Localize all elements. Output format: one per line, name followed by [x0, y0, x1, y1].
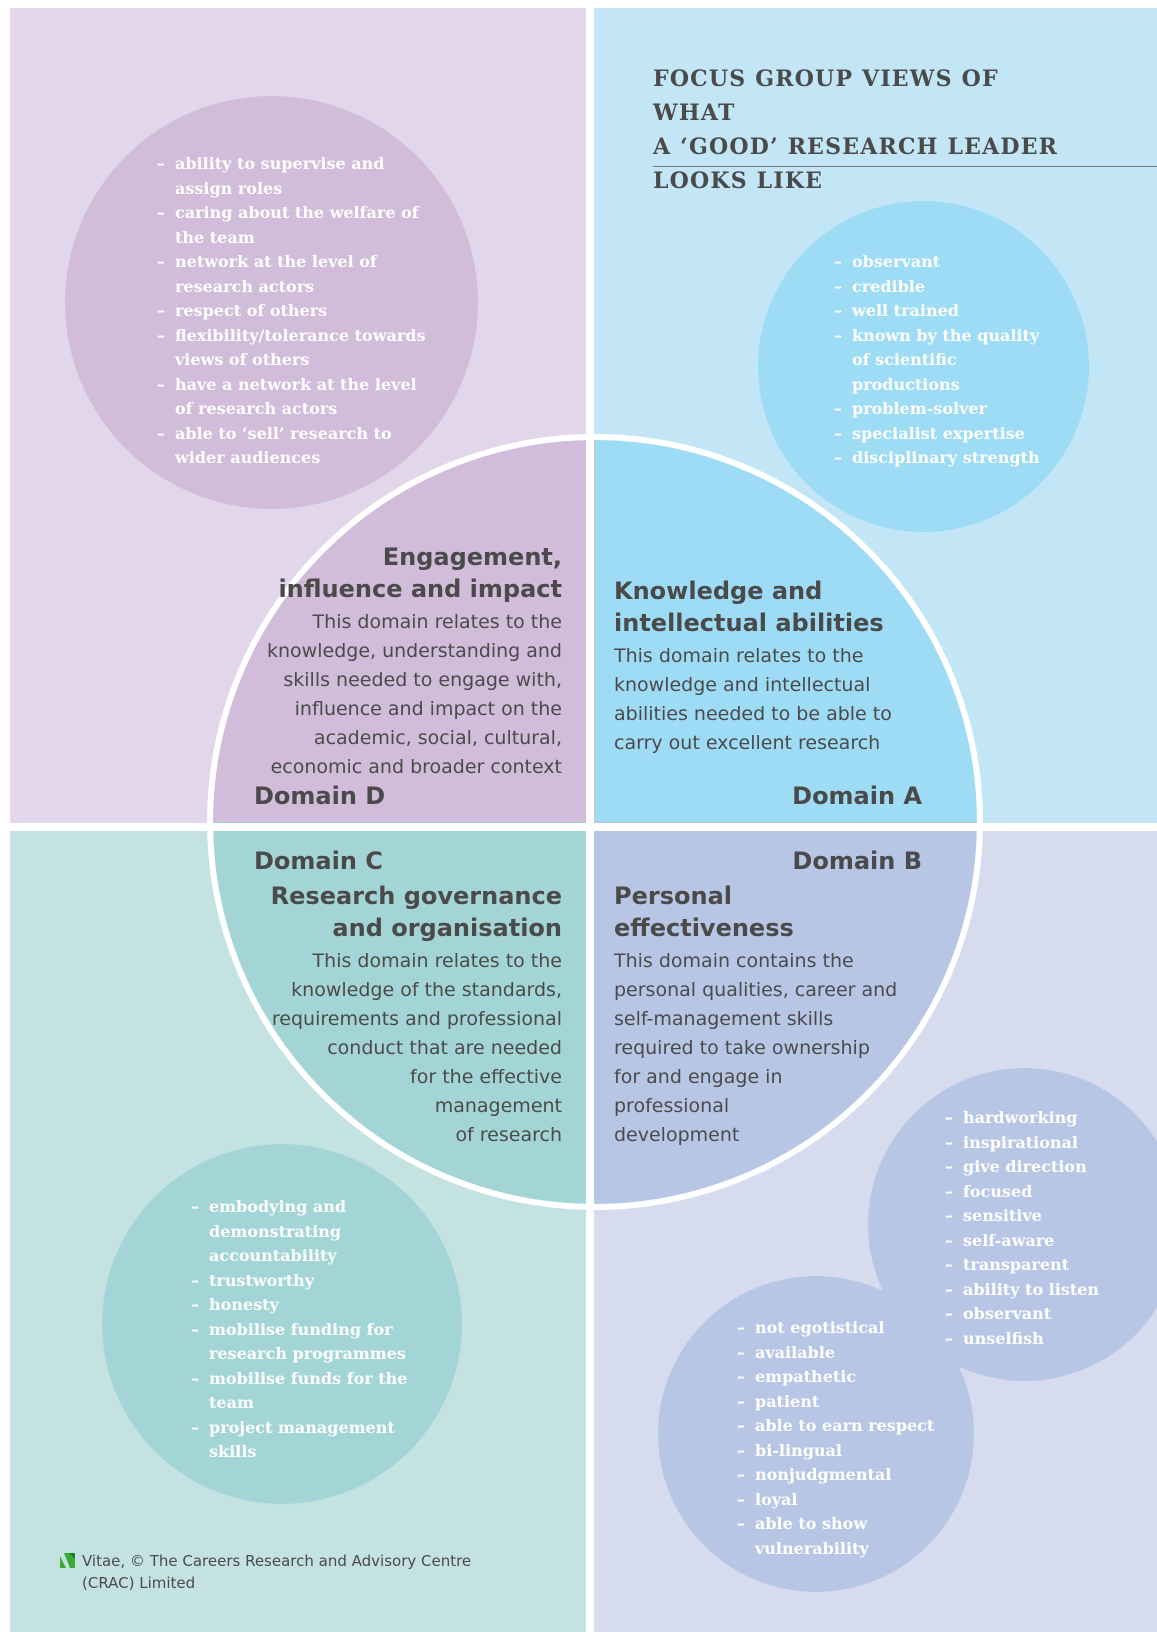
- knowledge-traits-list: observantcrediblewell trainedknown by th…: [834, 250, 1054, 471]
- domain-b-description: This domain contains the personal qualiti…: [614, 947, 914, 1150]
- text-line: for and engage in: [614, 1066, 783, 1088]
- trait-item: available: [737, 1341, 937, 1366]
- text-line: This domain relates to the: [312, 611, 562, 633]
- trait-item: patient: [737, 1390, 937, 1415]
- trait-item: problem-solver: [834, 397, 1054, 422]
- text-line: academic, social, cultural,: [313, 727, 562, 749]
- text-line: Knowledge and: [614, 577, 823, 605]
- governance-traits-list: embodying and demonstrating accountabili…: [191, 1195, 411, 1465]
- trait-item: bi-lingual: [737, 1439, 937, 1464]
- text-line: skills needed to engage with,: [283, 669, 562, 691]
- domain-wheel-ring: [207, 434, 983, 1210]
- text-line: personal qualities, career and: [614, 979, 898, 1001]
- domain-d-tag: Domain D: [254, 782, 386, 810]
- trait-item: transparent: [945, 1253, 1145, 1278]
- trait-item: honesty: [191, 1293, 411, 1318]
- text-line: abilities needed to be able to: [614, 703, 892, 725]
- text-line: required to take ownership: [614, 1037, 870, 1059]
- text-line: This domain contains the: [614, 950, 854, 972]
- vitae-logo-icon: [60, 1553, 75, 1568]
- text-line: This domain relates to the: [312, 950, 562, 972]
- trait-item: flexibility/tolerance towards views of o…: [157, 324, 437, 373]
- domain-a-tag: Domain A: [792, 782, 922, 810]
- title-divider: [653, 166, 1157, 167]
- text-line: management: [434, 1095, 562, 1117]
- domain-b-name: Personal effectiveness: [614, 880, 934, 944]
- trait-item: ability to listen: [945, 1278, 1145, 1303]
- text-line: of research: [455, 1124, 562, 1146]
- trait-item: network at the level of research actors: [157, 250, 437, 299]
- text-line: knowledge, understanding and: [267, 640, 562, 662]
- trait-item: loyal: [737, 1488, 937, 1513]
- domain-c-name: Research governance and organisation: [242, 880, 562, 944]
- footer-line: (CRAC) Limited: [82, 1574, 196, 1592]
- trait-item: empathetic: [737, 1365, 937, 1390]
- text-line: This domain relates to the: [614, 645, 864, 667]
- text-line: effectiveness: [614, 914, 794, 942]
- vertical-divider: [586, 0, 594, 1632]
- text-line: self-management skills: [614, 1008, 834, 1030]
- footer-line: Vitae, © The Careers Research and Adviso…: [82, 1552, 472, 1570]
- text-line: intellectual abilities: [614, 609, 884, 637]
- domain-d-name: Engagement, influence and impact: [242, 541, 562, 605]
- text-line: development: [614, 1124, 740, 1146]
- trait-item: project management skills: [191, 1416, 411, 1465]
- trait-item: trustworthy: [191, 1269, 411, 1294]
- trait-item: nonjudgmental: [737, 1463, 937, 1488]
- trait-item: specialist expertise: [834, 422, 1054, 447]
- text-line: carry out excellent research: [614, 732, 881, 754]
- title-line: Focus group views of what: [653, 66, 999, 126]
- text-line: knowledge of the standards,: [291, 979, 562, 1001]
- trait-item: caring about the welfare of the team: [157, 201, 437, 250]
- text-line: economic and broader context: [270, 756, 562, 778]
- page-title: Focus group views of what a ‘good’ resea…: [653, 62, 1073, 198]
- trait-item: able to show vulnerability: [737, 1512, 937, 1561]
- text-line: influence and impact on the: [294, 698, 562, 720]
- domain-b-tag: Domain B: [792, 847, 922, 875]
- text-line: Engagement,: [382, 543, 562, 571]
- domain-d-description: This domain relates to the knowledge, und…: [242, 608, 562, 782]
- trait-item: mobilise funds for the team: [191, 1367, 411, 1416]
- text-line: and organisation: [332, 914, 562, 942]
- text-line: conduct that are needed: [327, 1037, 562, 1059]
- text-line: professional: [614, 1095, 730, 1117]
- horizontal-divider: [0, 823, 1157, 831]
- domain-c-description: This domain relates to the knowledge of t…: [242, 947, 562, 1150]
- text-line: knowledge and intellectual: [614, 674, 871, 696]
- trait-item: known by the quality of scientific produ…: [834, 324, 1054, 398]
- trait-item: unselfish: [945, 1327, 1145, 1352]
- text-line: for the effective: [410, 1066, 562, 1088]
- trait-item: observant: [834, 250, 1054, 275]
- domain-a-description: This domain relates to the knowledge and …: [614, 642, 934, 758]
- text-line: requirements and professional: [271, 1008, 562, 1030]
- text-line: Research governance: [270, 882, 562, 910]
- trait-item: ability to supervise and assign roles: [157, 152, 437, 201]
- text-line: influence and impact: [278, 575, 562, 603]
- trait-item: well trained: [834, 299, 1054, 324]
- title-line: looks like: [653, 168, 824, 194]
- trait-item: observant: [945, 1302, 1145, 1327]
- domain-c-tag: Domain C: [254, 847, 383, 875]
- trait-item: sensitive: [945, 1204, 1145, 1229]
- trait-item: able to earn respect: [737, 1414, 937, 1439]
- title-line: a ‘good’ research leader: [653, 134, 1059, 160]
- trait-item: respect of others: [157, 299, 437, 324]
- trait-item: have a network at the level of research …: [157, 373, 437, 422]
- engagement-traits-list: ability to supervise and assign rolescar…: [157, 152, 437, 471]
- trait-item: not egotistical: [737, 1316, 937, 1341]
- trait-item: mobilise funding for research programmes: [191, 1318, 411, 1367]
- trait-item: credible: [834, 275, 1054, 300]
- domain-a-name: Knowledge and intellectual abilities: [614, 575, 934, 639]
- footer-credit: Vitae, © The Careers Research and Adviso…: [60, 1550, 500, 1594]
- trait-item: embodying and demonstrating accountabili…: [191, 1195, 411, 1269]
- trait-item: self-aware: [945, 1229, 1145, 1254]
- personal-traits-list-2: not egotisticalavailableempatheticpatien…: [737, 1316, 937, 1561]
- text-line: Personal: [614, 882, 732, 910]
